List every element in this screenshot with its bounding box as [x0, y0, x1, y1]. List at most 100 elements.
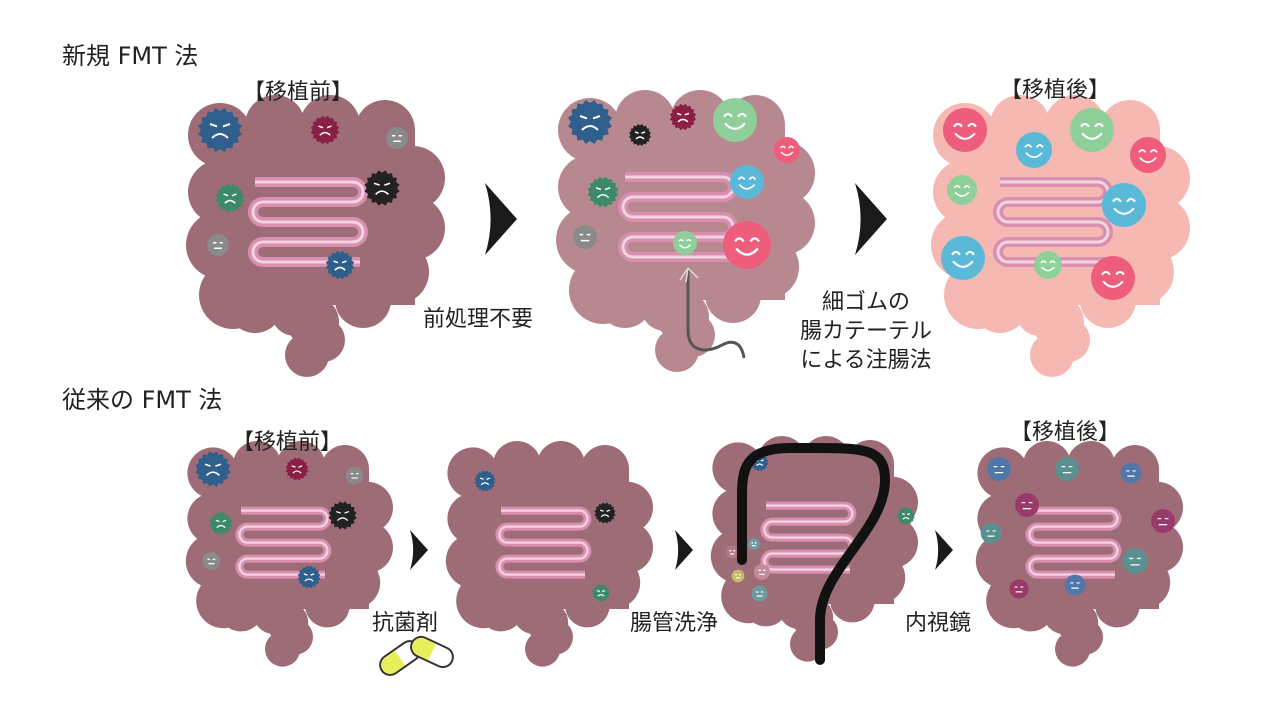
bad-bacteria-face-icon — [897, 507, 915, 525]
bad-bacteria-face-icon — [325, 250, 355, 280]
neutral-bacteria-face-icon — [386, 127, 408, 149]
catheter-line-3: による注腸法 — [800, 348, 932, 373]
good-bacteria-face-icon — [1034, 251, 1062, 279]
bad-bacteria-face-icon — [629, 124, 651, 146]
bad-bacteria-face-icon — [592, 584, 610, 602]
neutral-bacteria-face-icon — [1122, 548, 1148, 574]
neutral-bacteria-face-icon — [1009, 579, 1029, 599]
bad-bacteria-face-icon — [587, 176, 619, 208]
neutral-bacteria-face-icon — [754, 564, 770, 580]
neutral-bacteria-face-icon — [1151, 509, 1175, 533]
colon-haustrum — [218, 586, 264, 632]
colon-haustrum — [751, 141, 815, 205]
step-arrow-icon — [410, 530, 428, 570]
bad-bacteria-face-icon — [568, 100, 612, 144]
colon-haustrum — [1095, 582, 1140, 628]
colon-haustrum — [537, 441, 585, 489]
bad-bacteria-face-icon — [474, 470, 496, 492]
neutral-bacteria-face-icon — [345, 466, 364, 485]
colon-new-middle — [556, 90, 815, 372]
new-after-label: 【移植後】 — [1000, 78, 1111, 103]
bad-bacteria-face-icon — [195, 451, 231, 487]
catheter-enema-label: 細ゴムの 腸カテーテル による注腸法 — [800, 288, 932, 375]
good-bacteria-face-icon — [1102, 183, 1146, 227]
small-intestine-lumen — [621, 175, 735, 259]
neutral-bacteria-face-icon — [202, 552, 221, 570]
colon-haustrum — [341, 481, 393, 533]
colon-haustrum — [227, 277, 283, 333]
bad-bacteria-face-icon — [285, 457, 309, 481]
endoscope-label: 内視鏡 — [905, 611, 972, 636]
colon-haustrum — [778, 590, 818, 629]
bad-bacteria-face-icon — [198, 108, 242, 152]
colon-haustrum — [1016, 288, 1064, 336]
good-bacteria-face-icon — [1016, 132, 1052, 168]
neutral-bacteria-face-icon — [1015, 493, 1039, 517]
catheter-line-1: 細ゴムの — [822, 290, 911, 315]
rectal-catheter-icon — [679, 267, 746, 359]
catheter-line-2: 腸カテーテル — [800, 319, 933, 344]
bad-bacteria-face-icon — [215, 183, 245, 213]
colon-conv-after — [975, 441, 1183, 667]
antibiotic-capsule-icon — [379, 640, 421, 676]
colon-haustrum — [301, 318, 345, 362]
neutral-bacteria-face-icon — [573, 225, 597, 249]
colon-haustrum — [305, 582, 350, 628]
colon-haustrum — [597, 272, 653, 328]
new-fmt-title: 新規 FMT 法 — [62, 42, 199, 70]
neutral-bacteria-face-icon — [726, 545, 739, 559]
colon-haustrum — [1043, 595, 1083, 634]
neutral-bacteria-face-icon — [748, 538, 760, 550]
small-intestine-lumen — [251, 180, 365, 264]
antibiotics-label: 抗菌剤 — [372, 611, 439, 636]
colon-haustrum — [1046, 318, 1090, 362]
bad-bacteria-face-icon — [209, 511, 233, 535]
good-bacteria-face-icon — [713, 98, 757, 142]
good-bacteria-face-icon — [941, 236, 985, 280]
colon-haustrum — [671, 313, 715, 357]
colon-haustrum — [253, 595, 293, 634]
neutral-bacteria-face-icon — [1120, 462, 1142, 484]
small-intestine-lumen — [238, 509, 329, 576]
colon-haustrum — [335, 272, 391, 328]
endoscope-icon — [737, 442, 891, 665]
bad-bacteria-face-icon — [594, 502, 616, 524]
neutral-bacteria-face-icon — [731, 569, 745, 583]
good-bacteria-face-icon — [774, 137, 800, 163]
colon-conv-before — [185, 441, 393, 667]
colon-haustrum — [537, 619, 573, 655]
colon-haustrum — [478, 586, 524, 632]
small-intestine-lumen — [763, 504, 854, 571]
bad-bacteria-face-icon — [310, 115, 340, 145]
conventional-fmt-title: 従来の FMT 法 — [62, 386, 223, 414]
conv-before-label: 【移植前】 — [232, 430, 343, 455]
bad-bacteria-face-icon — [364, 170, 400, 206]
colon-haustrum — [615, 90, 675, 150]
good-bacteria-face-icon — [947, 175, 977, 205]
colon-haustrum — [381, 146, 445, 210]
colon-haustrum — [271, 288, 319, 336]
bad-bacteria-face-icon — [297, 565, 321, 589]
step-arrow-icon — [485, 183, 517, 255]
colon-haustrum — [277, 619, 313, 655]
neutral-bacteria-face-icon — [987, 457, 1011, 481]
colon-conv-antibiotics — [445, 441, 653, 667]
good-bacteria-face-icon — [673, 231, 697, 255]
colon-haustrum — [513, 595, 553, 634]
colon-new-after — [931, 95, 1190, 377]
good-bacteria-face-icon — [1130, 137, 1166, 173]
neutral-bacteria-face-icon — [1055, 457, 1079, 481]
new-before-label: 【移植前】 — [243, 80, 354, 105]
step-arrow-icon — [675, 530, 693, 570]
colon-haustrum — [233, 441, 281, 489]
neutral-bacteria-face-icon — [207, 234, 229, 256]
colon-new-before — [186, 95, 445, 377]
colon-haustrum — [245, 95, 305, 155]
good-bacteria-face-icon — [943, 108, 987, 152]
bowel-cleansing-label: 腸管洗浄 — [630, 611, 719, 636]
good-bacteria-face-icon — [723, 221, 771, 269]
bad-bacteria-face-icon — [328, 501, 357, 530]
colon-haustrum — [581, 445, 629, 493]
colon-haustrum — [641, 283, 689, 331]
colon-haustrum — [1067, 619, 1103, 655]
